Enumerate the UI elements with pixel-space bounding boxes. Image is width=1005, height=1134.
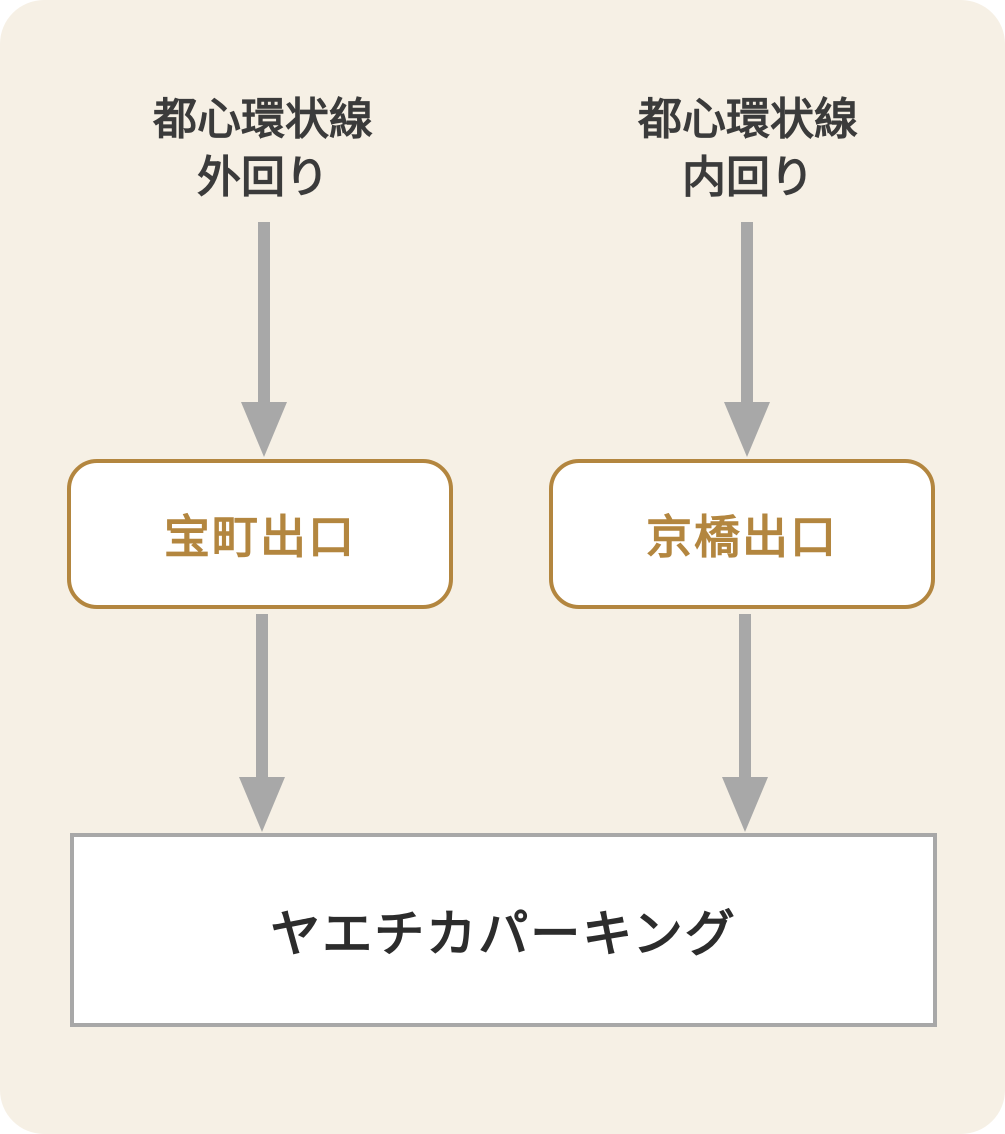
- destination-parking-box: ヤエチカパーキング: [70, 833, 937, 1027]
- source-inner-loop-direction: 内回り: [682, 152, 814, 203]
- source-inner-loop-route: 都心環状線: [638, 94, 858, 145]
- arrow-kyobashi-to-parking: [722, 614, 768, 832]
- arrow-takaracho-to-parking: [239, 614, 285, 832]
- source-inner-loop: 都心環状線 内回り: [578, 91, 918, 207]
- source-outer-loop-route: 都心環状線: [153, 94, 373, 145]
- source-outer-loop-direction: 外回り: [197, 152, 329, 203]
- arrow-outer-loop-to-takaracho: [241, 222, 287, 457]
- exit-kyobashi-box: 京橋出口: [549, 459, 935, 609]
- exit-takaracho-box: 宝町出口: [67, 459, 453, 609]
- arrow-inner-loop-to-kyobashi: [724, 222, 770, 457]
- source-outer-loop: 都心環状線 外回り: [93, 91, 433, 207]
